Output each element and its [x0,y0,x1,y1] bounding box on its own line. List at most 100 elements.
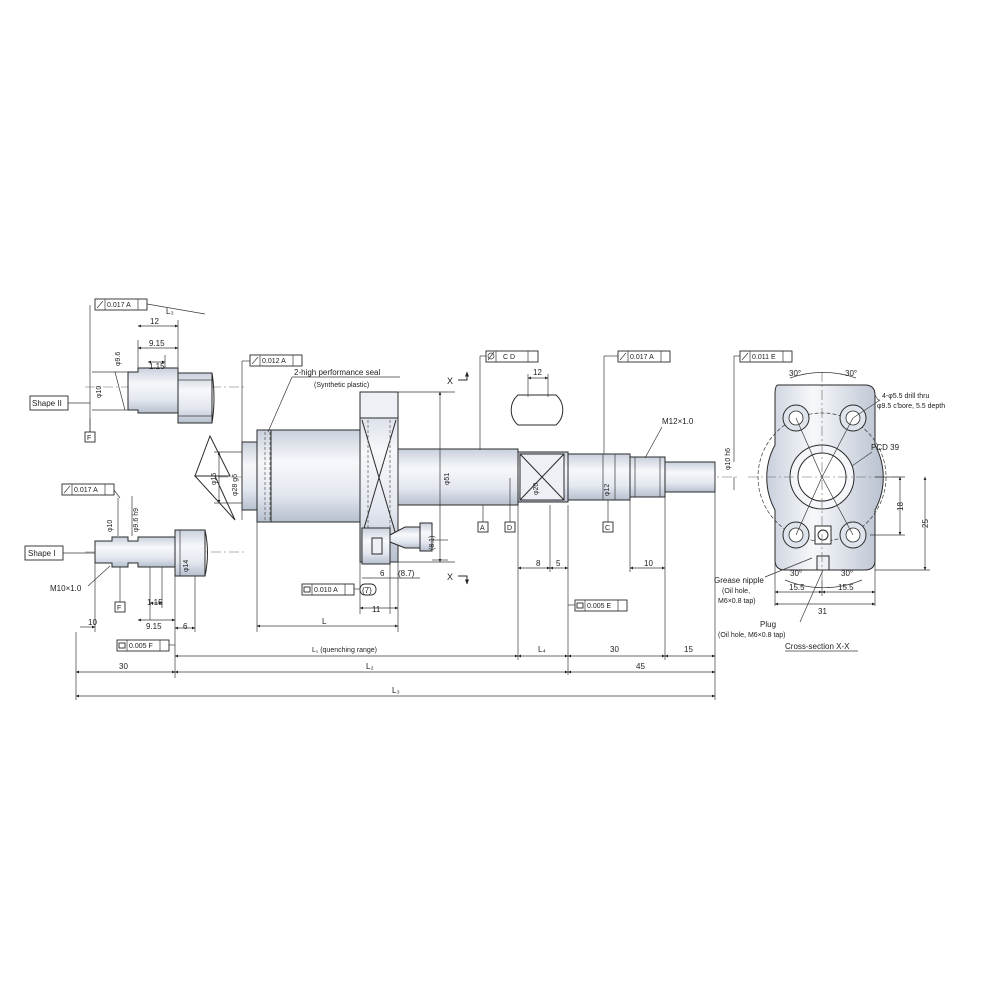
plug-note-1: Plug [760,620,776,629]
centre-runout-frame [479,350,539,450]
dim-m10: M10×1.0 [50,584,82,593]
dim-30-r: 30 [610,645,619,654]
shape-i-runout-text: 0.017 A [74,487,98,494]
pcd-label: PCD 39 [871,443,900,452]
plug-note-2: (Oil hole, M6×0.8 tap) [718,632,786,639]
flange-perp-frame [301,583,360,596]
dim-8: 8 [536,559,541,568]
dim-L3-bottom: L₃ [392,686,400,695]
dim-8-1: (8.1) [429,536,436,550]
shape-i-label: Shape I [28,549,56,558]
dim-phi28: φ28 g6 [232,474,239,496]
flange-perp-text: 0.010 A [314,587,338,594]
dim-phi12: φ12 [604,484,611,496]
dim-15-5-a: 15.5 [789,583,805,592]
dim-phi15: φ15 [211,473,218,485]
dim-6-nut: 6 [380,569,385,578]
dim-18: 18 [896,502,905,511]
section-arrow-bottom [458,575,469,585]
dim-30-l: 30 [119,662,128,671]
shape-ii-label: Shape II [32,399,62,408]
datum-f-top-label: F [87,435,91,442]
break-mark-upper [194,434,231,477]
dim-10-r: 10 [644,559,653,568]
section-arrow-top [458,371,469,381]
dim-12-top: 12 [150,317,159,326]
dim-L1: L₁ (quenching range) [312,647,377,654]
dim-45: 45 [636,662,645,671]
dim-31: 31 [818,607,827,616]
seal-callout [267,376,400,433]
datum-d-label: D [507,525,512,532]
centre-runout-text: C D [503,354,515,361]
cross-section-label: Cross-section X-X [785,642,850,651]
datum-f-bottom [114,567,126,613]
seal-title: 2-high performance seal [294,368,380,377]
ball-nut [256,429,361,632]
m10-leader [87,565,111,587]
shape-ii-tag [29,395,90,411]
dim-phi51: φ51 [444,473,451,485]
angle-30-br: 30° [841,569,853,578]
dim-9-15-bot: 9.15 [146,622,162,631]
angle-30-left: 30° [789,369,801,378]
dim-phi10-mid: φ10 [107,520,114,532]
drill-note-2: φ9.5 c'bore, 5.5 depth [877,403,945,410]
dim-7-bubble [359,583,377,596]
grease-note-3: M6×0.8 tap) [718,598,756,605]
datum-boxes-main [477,478,614,533]
right-runout-text: 0.017 A [630,354,654,361]
datum-a-label: A [480,525,485,532]
screw-shaft [397,448,716,700]
dim-phi14: φ14 [183,560,190,572]
dim-m12: M12×1.0 [662,417,694,426]
main-left-shaft [214,441,258,520]
dim-12-flat: 12 [533,368,542,377]
dim-5: 5 [556,559,561,568]
shape-ii-detail [85,305,245,438]
far-right-runout-frame [733,350,793,462]
drill-note-1: 4-φ5.5 drill thru [882,393,929,400]
dim-L2: L₂ [366,662,374,671]
shape-i-tag [24,545,95,561]
dim-11: 11 [372,605,381,614]
dim-phi9-6-top: φ9.6 [115,352,122,366]
flat-section-detail [510,374,564,426]
nut-runout-text: 0.012 A [262,358,286,365]
end-perp-frame [568,599,628,612]
grease-note-2: (Oil hole, [722,588,750,595]
nut-runout-frame [241,354,303,442]
datum-c-label: C [605,525,610,532]
shape-ii-runout-text: 0.017 A [107,302,131,309]
grease-nipple [361,522,455,565]
angle-30-right: 30° [845,369,857,378]
end-perp-text: 0.005 E [587,603,611,610]
dim-9-15-top: 9.15 [149,339,165,348]
datum-f-top [84,418,96,443]
section-marker-bottom: X [447,572,453,582]
dim-L: L [322,617,327,626]
nut-dimensions [256,391,666,632]
left-perp-text: 0.005 F [129,643,153,650]
dim-15-r: 15 [684,645,693,654]
shape-i-detail [80,496,245,632]
left-perp-frame [116,639,175,652]
m12-leader [644,426,663,459]
seal-subtitle: (Synthetic plastic) [314,382,369,389]
dim-L4: L₄ [538,645,546,654]
dim-7: (7) [362,586,372,595]
L3-top: L₃ [166,307,174,316]
dim-8-7: (8.7) [398,569,415,578]
angle-30-bl: 30° [790,569,802,578]
dim-15-5-b: 15.5 [838,583,854,592]
shape-i-frame [61,483,121,499]
shape-ii-frame [94,298,206,315]
dim-phi10-right: φ10 h6 [725,448,732,470]
overall-dimensions [75,632,716,700]
far-right-runout-text: 0.011 E [752,354,776,361]
dim-10-left: 10 [88,618,97,627]
dim-phi9-6-mid: φ9.6 h9 [133,508,140,532]
right-runout-frame [603,350,671,454]
dim-phi20: φ20 [533,483,540,495]
